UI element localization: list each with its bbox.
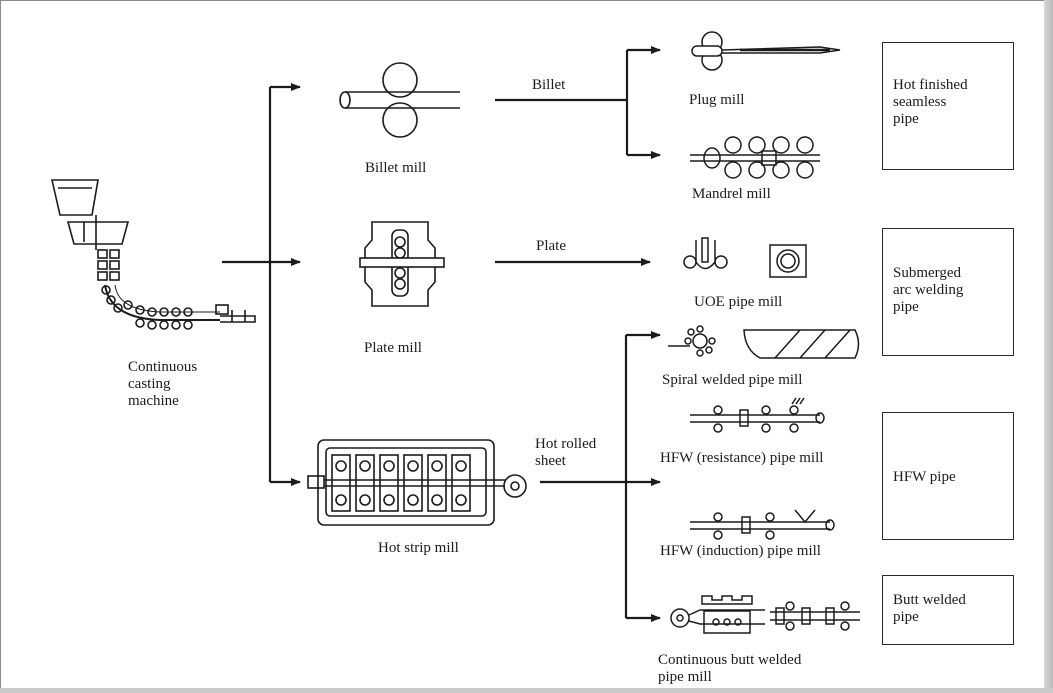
product-label-hfw: HFW pipe (893, 469, 956, 485)
label-hfw-induction: HFW (induction) pipe mill (660, 543, 821, 559)
product-label-saw: Submerged arc welding pipe (893, 265, 964, 315)
plate-mill-icon (359, 221, 445, 307)
label-plate-mill: Plate mill (364, 340, 422, 356)
label-hfw-resistance: HFW (resistance) pipe mill (660, 450, 824, 466)
label-mandrel-mill: Mandrel mill (692, 186, 771, 202)
spiral-mill-icon (668, 325, 860, 359)
ladle-icon (50, 179, 256, 330)
scroll-edge (1044, 0, 1053, 693)
product-box-saw: Submerged arc welding pipe (882, 228, 1014, 356)
label-hot-rolled-sheet: Hot rolled sheet (535, 436, 597, 469)
hfw-induction-icon (690, 509, 835, 540)
product-box-seamless: Hot finished seamless pipe (882, 42, 1014, 170)
product-box-hfw: HFW pipe (882, 412, 1014, 540)
label-hot-strip-mill: Hot strip mill (378, 540, 459, 556)
label-spiral-welded: Spiral welded pipe mill (662, 372, 803, 388)
plug-mill-icon (691, 31, 841, 71)
product-label-butt-welded: Butt welded pipe (893, 592, 966, 625)
product-box-butt-welded: Butt welded pipe (882, 575, 1014, 645)
uoe-mill-icon (683, 237, 807, 278)
hfw-resistance-icon (690, 397, 825, 433)
label-uoe-pipe-mill: UOE pipe mill (694, 294, 783, 310)
mandrel-mill-icon (690, 136, 820, 179)
label-continuous-butt-welded: Continuous butt welded pipe mill (658, 652, 802, 685)
flow-lines (222, 46, 661, 622)
bottom-edge (0, 688, 1053, 693)
label-billet: Billet (532, 77, 566, 93)
hot-strip-mill-icon (307, 439, 527, 526)
label-plug-mill: Plug mill (689, 92, 745, 108)
billet-mill-icon (339, 62, 460, 138)
label-continuous-casting: Continuous casting machine (128, 359, 198, 409)
label-plate: Plate (536, 238, 566, 254)
butt-weld-mill-icon (670, 595, 860, 634)
label-billet-mill: Billet mill (365, 160, 427, 176)
product-label-seamless: Hot finished seamless pipe (893, 77, 968, 127)
